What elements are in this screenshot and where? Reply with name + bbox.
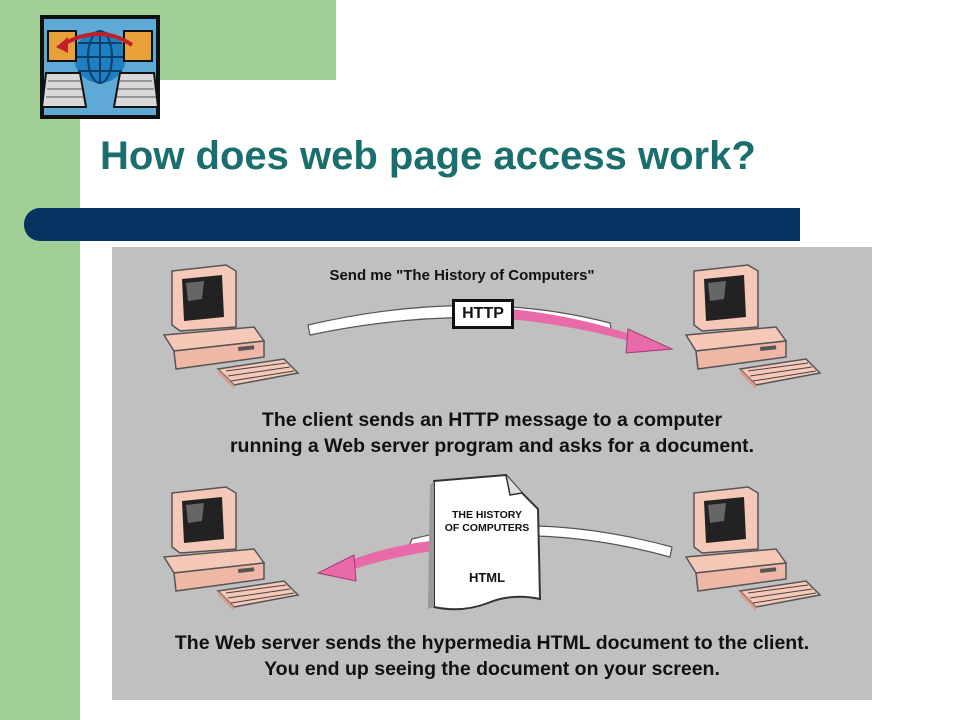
slide-title: How does web page access work? xyxy=(100,134,756,178)
response-caption: The Web server sends the hypermedia HTML… xyxy=(112,630,872,682)
computer-icon xyxy=(685,486,821,612)
computer-icon xyxy=(163,486,299,612)
document-title: THE HISTORY OF COMPUTERS xyxy=(437,509,537,535)
document-title-line: THE HISTORY xyxy=(451,509,522,521)
document-title-line: OF COMPUTERS xyxy=(444,522,530,534)
request-arrow-icon xyxy=(307,304,674,354)
title-underline-bar xyxy=(24,208,800,241)
request-caption: The client sends an HTTP message to a co… xyxy=(112,407,872,459)
left-accent-strip xyxy=(0,0,80,720)
http-badge: HTTP xyxy=(452,299,514,329)
document-icon xyxy=(428,473,542,611)
request-caption-line: The client sends an HTTP message to a co… xyxy=(261,409,723,431)
response-caption-line: You end up seeing the document on your s… xyxy=(264,658,720,680)
request-caption-line: running a Web server program and asks fo… xyxy=(229,435,755,457)
globe-network-icon xyxy=(40,15,160,119)
response-caption-line: The Web server sends the hypermedia HTML… xyxy=(174,632,810,654)
request-label: Send me "The History of Computers" xyxy=(329,267,595,284)
web-access-diagram: Send me "The History of Computers" HTTP … xyxy=(112,247,872,700)
computer-icon xyxy=(685,264,821,390)
document-format: HTML xyxy=(468,570,506,585)
